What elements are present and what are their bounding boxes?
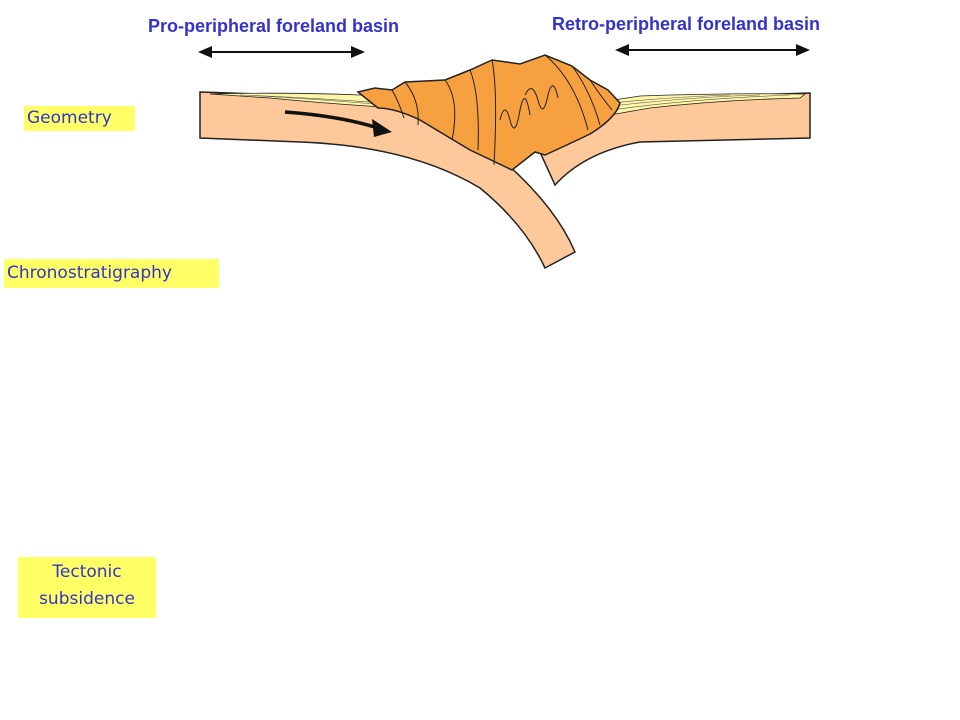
tectonic-subsidence-label: Tectonic subsidence [18,557,156,618]
tectonic-label-line1: Tectonic [52,562,122,582]
orogenic-wedge [356,54,621,171]
retro-peripheral-heading: Retro-peripheral foreland basin [552,14,821,34]
pro-basin-extent-arrow [198,46,365,58]
orogen-structure-lines [391,54,613,166]
subduction-arrow-head [372,119,392,137]
geometry-label: Geometry [24,106,135,131]
tectonic-label-line2: subsidence [39,589,135,609]
retro-foreland-sediment [599,93,807,116]
chronostratigraphy-label: Chronostratigraphy [4,259,219,288]
retro-sediment-layers [611,94,791,111]
pro-peripheral-heading: Pro-peripheral foreland basin [148,16,400,36]
subduction-arrow-shaft [284,110,379,130]
retro-basin-extent-arrow [615,44,810,56]
